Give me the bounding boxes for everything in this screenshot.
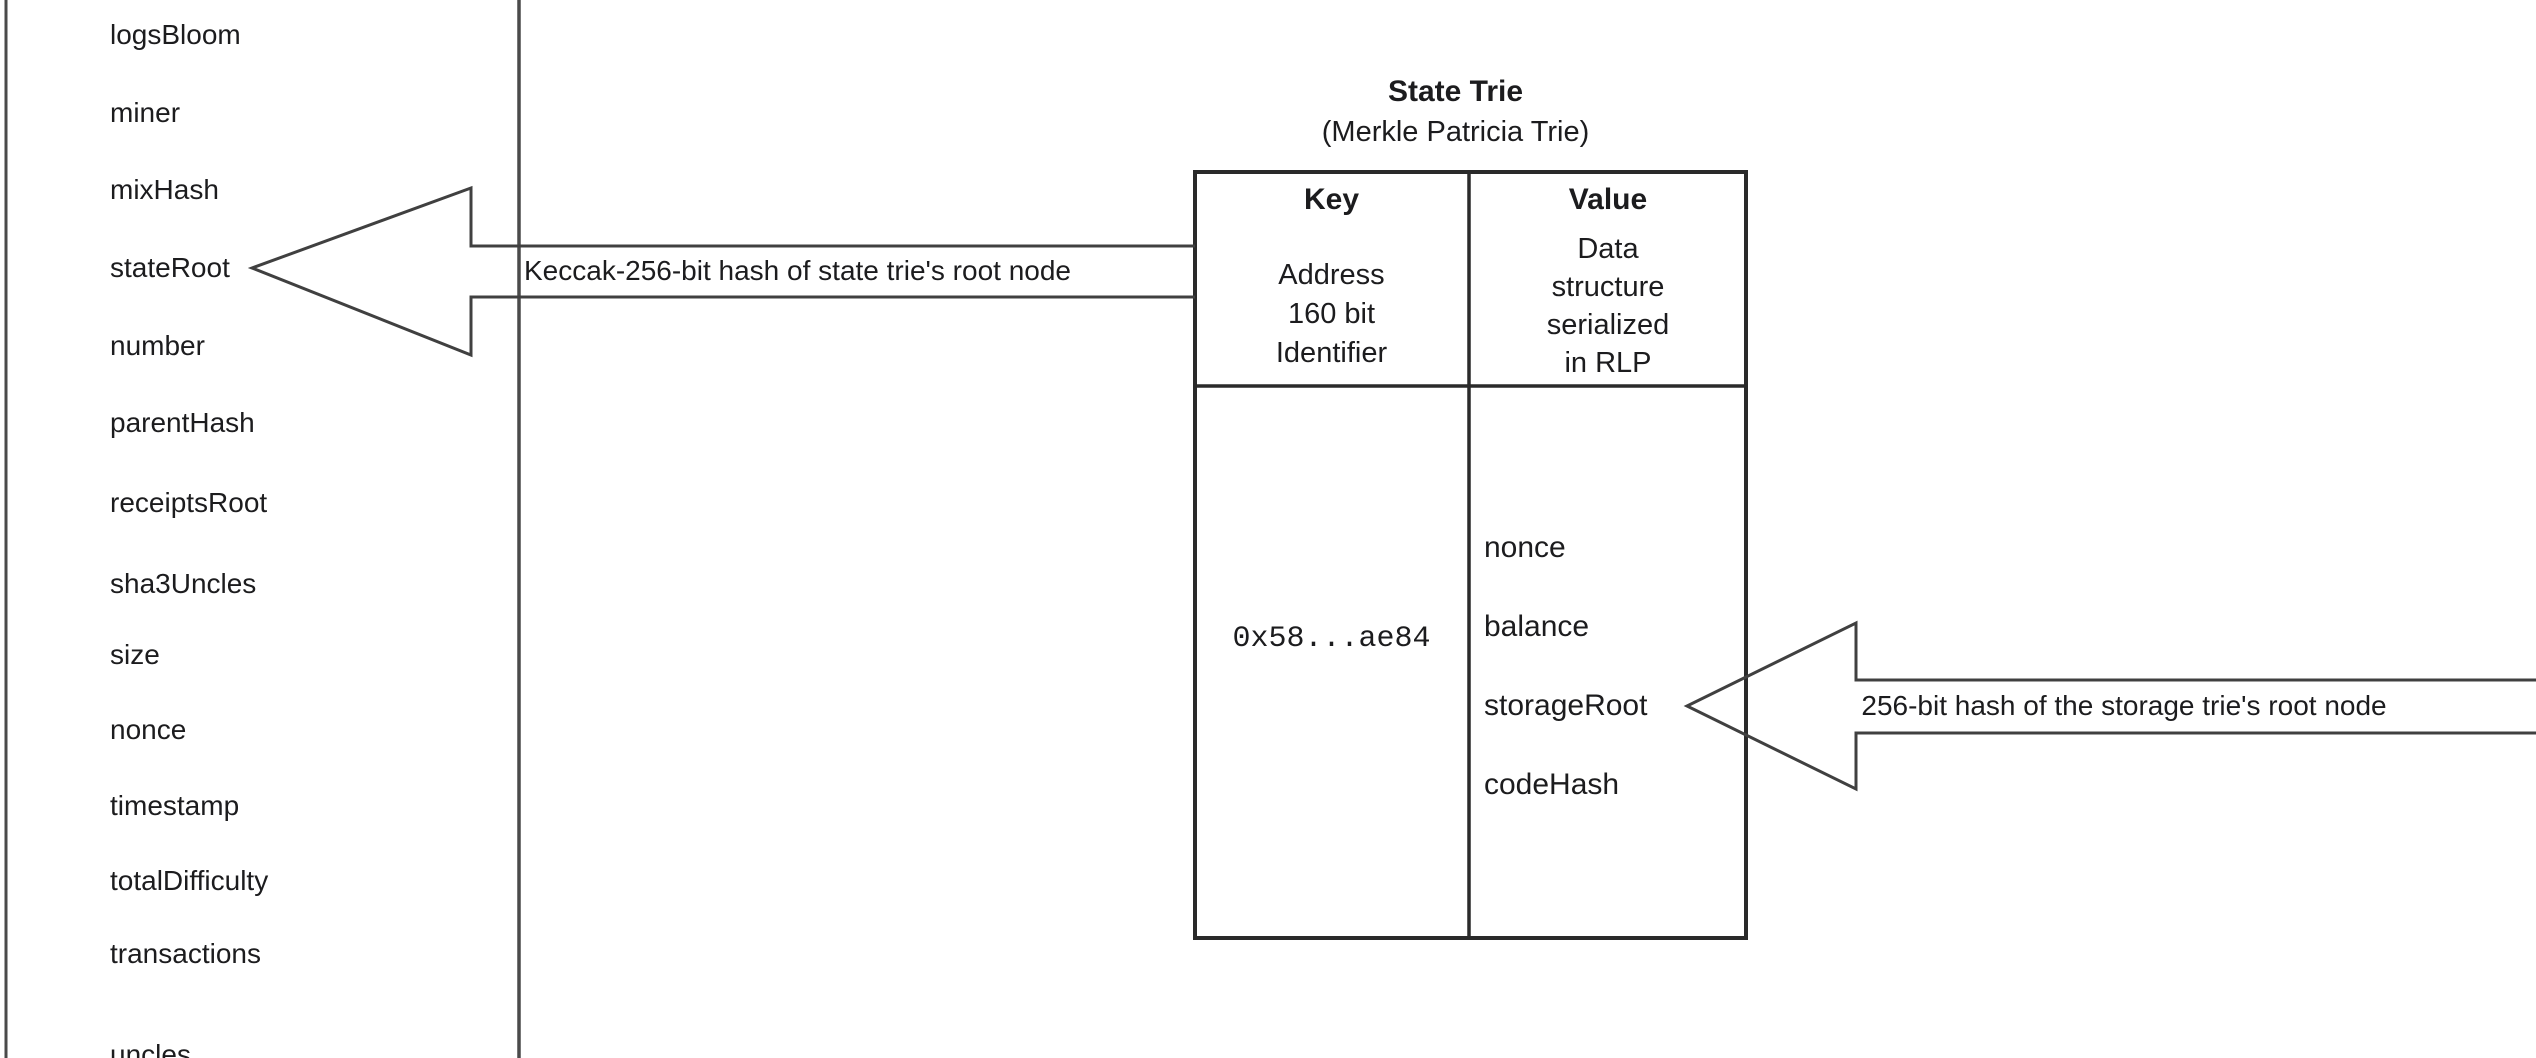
field-logsbloom: logsBloom: [110, 19, 241, 50]
value-column-header: Value: [1568, 183, 1648, 216]
key-desc-line: Identifier: [1275, 337, 1388, 369]
stateroot-arrow: [247, 185, 1195, 358]
stateroot-arrow-label: Keccak-256-bit hash of state trie's root…: [524, 255, 1071, 286]
storageroot-arrow: [1683, 620, 2536, 792]
field-timestamp: timestamp: [110, 790, 240, 821]
value-field-codehash: codeHash: [1484, 768, 1620, 801]
key-desc-line: 160 bit: [1287, 298, 1376, 330]
state-trie-subtitle: (Merkle Patricia Trie): [1321, 116, 1590, 148]
storageroot-arrow-label: 256-bit hash of the storage trie's root …: [1861, 690, 2387, 721]
account-address-key: 0x58...ae84: [1232, 622, 1431, 656]
state-trie-title: State Trie: [1387, 75, 1524, 108]
field-miner: miner: [110, 97, 181, 128]
value-field-balance: balance: [1484, 610, 1590, 643]
field-transactions: transactions: [110, 938, 261, 969]
field-nonce: nonce: [110, 714, 187, 745]
value-desc-line: serialized: [1546, 309, 1670, 341]
value-desc-line: in RLP: [1564, 347, 1652, 379]
key-desc-line: Address: [1278, 259, 1385, 291]
field-totaldifficulty: totalDifficulty: [110, 865, 269, 896]
state-trie-table-borders: [1193, 170, 1748, 940]
value-field-storageroot: storageRoot: [1484, 689, 1648, 722]
value-desc-line: structure: [1551, 271, 1665, 303]
value-desc-line: Data: [1577, 233, 1639, 265]
field-receiptsroot: receiptsRoot: [110, 487, 268, 518]
field-mixhash: mixHash: [110, 174, 219, 205]
field-stateroot: stateRoot: [110, 252, 230, 283]
key-column-header: Key: [1303, 183, 1360, 216]
field-sha3uncles: sha3Uncles: [110, 568, 257, 599]
field-size: size: [110, 639, 160, 670]
field-number: number: [110, 330, 205, 361]
field-parenthash: parentHash: [110, 407, 255, 438]
field-uncles: uncles: [110, 1039, 191, 1058]
value-field-nonce: nonce: [1484, 531, 1566, 564]
